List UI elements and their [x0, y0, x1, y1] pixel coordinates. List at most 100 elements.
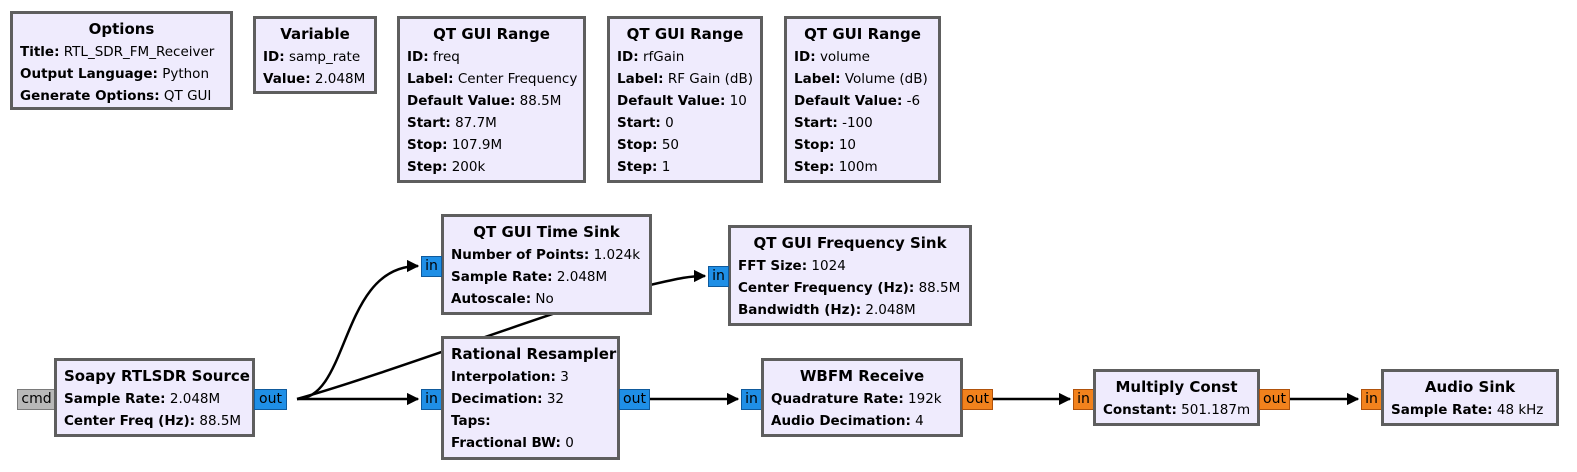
- param-value: 2.048M: [556, 269, 608, 285]
- param-key: FFT Size:: [738, 258, 808, 274]
- param-row: ID: volume: [794, 46, 931, 68]
- qt-gui-range-volume-block[interactable]: QT GUI Range ID: volume Label: Volume (d…: [784, 16, 941, 183]
- param-key: Quadrature Rate:: [771, 391, 904, 407]
- param-value: Center Frequency: [457, 71, 578, 87]
- param-row: Start: -100: [794, 112, 931, 134]
- param-value: RF Gain (dB): [667, 71, 753, 87]
- param-value: 2.048M: [865, 302, 916, 318]
- wbfm-receive-block[interactable]: WBFM Receive Quadrature Rate: 192k Audio…: [761, 358, 963, 437]
- audio-sink-in-port[interactable]: in: [1361, 389, 1382, 410]
- multiply-const-block[interactable]: Multiply Const Constant: 501.187m: [1093, 369, 1260, 426]
- param-row: ID: samp_rate: [263, 46, 367, 68]
- param-key: Bandwidth (Hz):: [738, 302, 862, 318]
- wbfm-out-port[interactable]: out: [962, 389, 993, 410]
- audio-sink-block[interactable]: Audio Sink Sample Rate: 48 kHz: [1381, 369, 1559, 426]
- param-value: 501.187m: [1181, 402, 1251, 418]
- param-value: 1: [661, 159, 671, 175]
- param-row: Taps:: [451, 410, 610, 432]
- resampler-in-port[interactable]: in: [421, 389, 442, 410]
- param-key: ID:: [263, 49, 285, 65]
- param-value: -100: [842, 115, 873, 131]
- param-value: 100m: [838, 159, 878, 175]
- param-row: Sample Rate: 48 kHz: [1391, 399, 1549, 421]
- param-row: Start: 0: [617, 112, 753, 134]
- param-value: 0: [665, 115, 674, 131]
- param-row: Constant: 501.187m: [1103, 399, 1250, 421]
- param-key: Sample Rate:: [64, 391, 166, 407]
- block-title: Soapy RTLSDR Source: [64, 367, 250, 385]
- block-title: Rational Resampler: [451, 345, 617, 363]
- block-title: Variable: [280, 25, 350, 43]
- param-row: Default Value: -6: [794, 90, 931, 112]
- rational-resampler-block[interactable]: Rational Resampler Interpolation: 3 Deci…: [441, 336, 620, 460]
- param-value: 200k: [451, 159, 486, 175]
- param-value: 88.5M: [199, 413, 242, 429]
- param-key: ID:: [617, 49, 639, 65]
- param-key: Stop:: [617, 137, 658, 153]
- param-value: 88.5M: [918, 280, 961, 296]
- multiply-in-port[interactable]: in: [1073, 389, 1094, 410]
- source-cmd-port[interactable]: cmd: [17, 389, 56, 410]
- variable-block[interactable]: Variable ID: samp_rate Value: 2.048M: [253, 16, 377, 94]
- param-row: Sample Rate: 2.048M: [64, 388, 245, 410]
- param-value: -6: [906, 93, 921, 109]
- qt-gui-range-rfgain-block[interactable]: QT GUI Range ID: rfGain Label: RF Gain (…: [607, 16, 763, 183]
- param-row: Center Frequency (Hz): 88.5M: [738, 277, 962, 299]
- param-value: volume: [819, 49, 870, 65]
- param-value: No: [535, 291, 554, 307]
- param-key: Step:: [617, 159, 658, 175]
- qt-gui-range-freq-block[interactable]: QT GUI Range ID: freq Label: Center Freq…: [397, 16, 586, 183]
- options-block[interactable]: Options Title: RTL_SDR_FM_Receiver Outpu…: [10, 11, 233, 110]
- param-row: Label: RF Gain (dB): [617, 68, 753, 90]
- param-key: Audio Decimation:: [771, 413, 911, 429]
- soapy-rtlsdr-source-block[interactable]: Soapy RTLSDR Source Sample Rate: 2.048M …: [54, 358, 255, 437]
- param-value: 107.9M: [451, 137, 503, 153]
- wbfm-in-port[interactable]: in: [741, 389, 762, 410]
- param-key: Autoscale:: [451, 291, 532, 307]
- param-key: Default Value:: [794, 93, 903, 109]
- param-key: Stop:: [794, 137, 835, 153]
- param-key: Interpolation:: [451, 369, 556, 385]
- param-key: Label:: [794, 71, 841, 87]
- param-key: Constant:: [1103, 402, 1177, 418]
- block-title: QT GUI Range: [804, 25, 921, 43]
- param-value: 10: [729, 93, 747, 109]
- param-key: Number of Points:: [451, 247, 590, 263]
- param-key: Stop:: [407, 137, 448, 153]
- param-key: Step:: [407, 159, 448, 175]
- param-row: Start: 87.7M: [407, 112, 576, 134]
- param-value: 1024: [811, 258, 846, 274]
- param-value: 192k: [908, 391, 942, 407]
- param-key: Title:: [20, 44, 60, 60]
- param-key: Center Freq (Hz):: [64, 413, 196, 429]
- block-title: QT GUI Range: [626, 25, 744, 43]
- param-key: Default Value:: [617, 93, 726, 109]
- time-sink-in-port[interactable]: in: [421, 256, 442, 277]
- param-key: Generate Options:: [20, 88, 160, 104]
- qt-gui-time-sink-block[interactable]: QT GUI Time Sink Number of Points: 1.024…: [441, 214, 652, 315]
- param-key: Step:: [794, 159, 835, 175]
- param-key: Sample Rate:: [451, 269, 553, 285]
- param-value: Volume (dB): [844, 71, 928, 87]
- param-value: QT GUI: [163, 88, 212, 104]
- param-value: 87.7M: [455, 115, 497, 131]
- param-value: 1.024k: [593, 247, 641, 263]
- param-value: rfGain: [642, 49, 685, 65]
- param-row: Title: RTL_SDR_FM_Receiver: [20, 41, 223, 63]
- source-out-port[interactable]: out: [254, 389, 287, 410]
- param-row: Number of Points: 1.024k: [451, 244, 642, 266]
- block-title: WBFM Receive: [799, 367, 925, 385]
- block-title: Audio Sink: [1424, 378, 1516, 396]
- block-title: Multiply Const: [1115, 378, 1238, 396]
- param-key: Start:: [407, 115, 451, 131]
- param-key: Center Frequency (Hz):: [738, 280, 915, 296]
- multiply-out-port[interactable]: out: [1259, 389, 1290, 410]
- qt-gui-frequency-sink-block[interactable]: QT GUI Frequency Sink FFT Size: 1024 Cen…: [728, 225, 972, 326]
- resampler-out-port[interactable]: out: [619, 389, 650, 410]
- param-row: Center Freq (Hz): 88.5M: [64, 410, 245, 432]
- param-key: Label:: [617, 71, 664, 87]
- param-row: Stop: 10: [794, 134, 931, 156]
- param-key: Taps:: [451, 413, 491, 429]
- param-key: Start:: [617, 115, 661, 131]
- freq-sink-in-port[interactable]: in: [708, 266, 729, 287]
